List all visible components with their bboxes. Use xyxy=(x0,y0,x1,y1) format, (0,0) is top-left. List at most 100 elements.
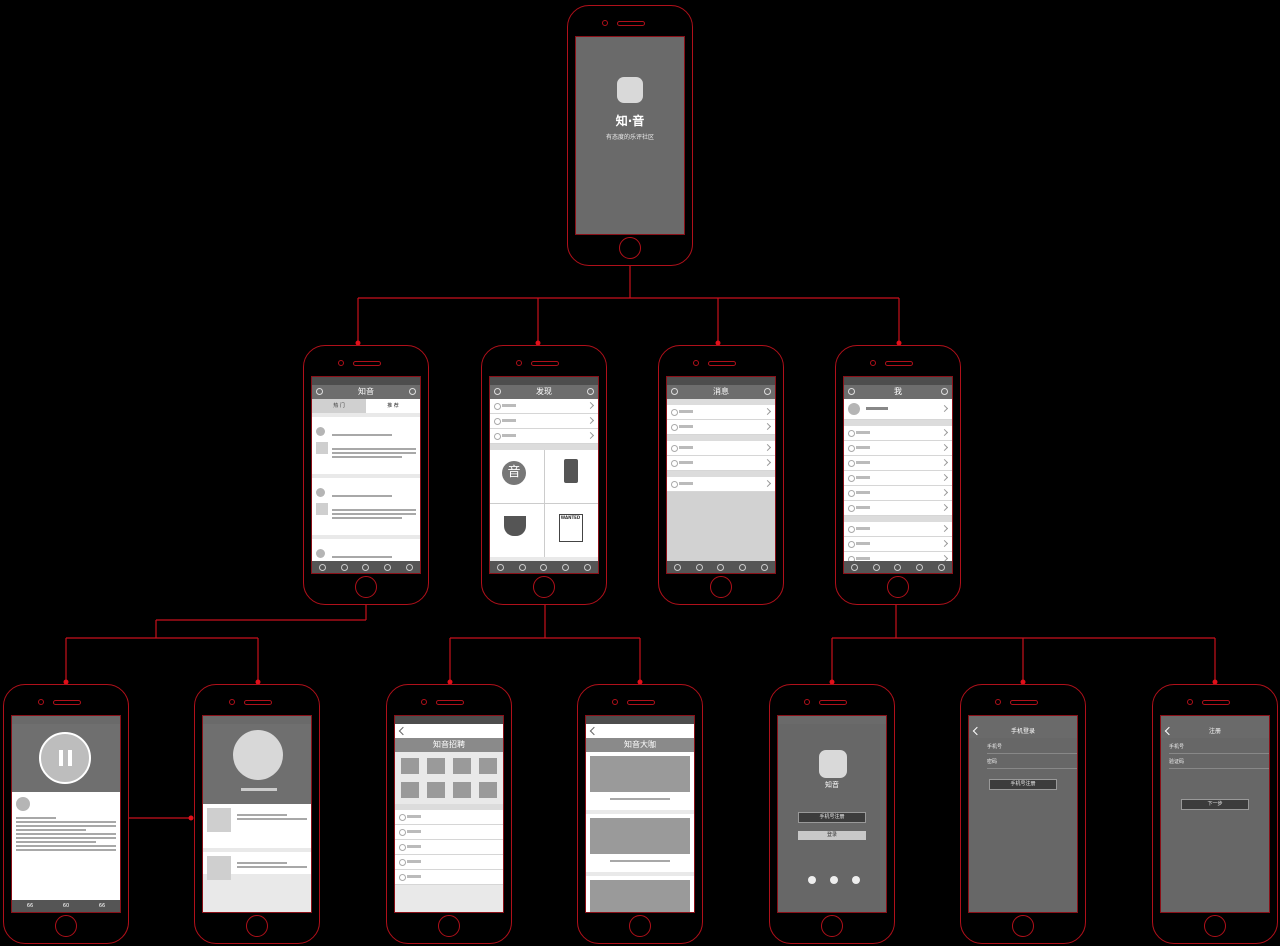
list-item[interactable] xyxy=(667,441,775,456)
social-login-icon[interactable] xyxy=(830,876,838,884)
next-button[interactable]: 下一步 xyxy=(1181,799,1249,810)
tab-icon[interactable] xyxy=(497,563,505,571)
tab-icon[interactable] xyxy=(872,563,880,571)
list-item[interactable] xyxy=(844,441,952,456)
search-icon[interactable] xyxy=(409,388,416,395)
list-item[interactable] xyxy=(586,752,694,810)
phone-player: 66 60 66 xyxy=(3,684,129,944)
grid-item[interactable]: 音 xyxy=(490,450,544,503)
password-field[interactable]: 密码 xyxy=(987,758,1077,769)
list-item[interactable] xyxy=(844,426,952,441)
page-title: 注册 xyxy=(1208,728,1221,735)
tab-icon[interactable] xyxy=(384,563,392,571)
page-title: 发现 xyxy=(536,387,552,396)
back-icon[interactable] xyxy=(972,726,982,736)
tab-icon[interactable] xyxy=(916,563,924,571)
list-item[interactable] xyxy=(395,870,503,885)
page-title: 知音大咖 xyxy=(586,738,694,752)
tab-icon[interactable] xyxy=(739,563,747,571)
bell-icon[interactable] xyxy=(848,388,855,395)
list-item[interactable] xyxy=(844,456,952,471)
home-button[interactable] xyxy=(438,915,460,937)
tab-recommend[interactable]: 推 荐 xyxy=(366,399,420,413)
search-icon[interactable] xyxy=(764,388,771,395)
home-button[interactable] xyxy=(246,915,268,937)
tab-icon[interactable] xyxy=(562,563,570,571)
list-item[interactable] xyxy=(395,840,503,855)
home-button[interactable] xyxy=(629,915,651,937)
home-button[interactable] xyxy=(533,576,555,598)
home-button[interactable] xyxy=(710,576,732,598)
tab-icon[interactable] xyxy=(937,563,945,571)
list-item[interactable] xyxy=(844,522,952,537)
login-button[interactable]: 登录 xyxy=(798,831,866,840)
tab-icon[interactable] xyxy=(695,563,703,571)
phone-field[interactable]: 手机号 xyxy=(987,743,1077,754)
home-button[interactable] xyxy=(1204,915,1226,937)
tab-icon[interactable] xyxy=(405,563,413,571)
search-icon[interactable] xyxy=(941,388,948,395)
phone-register-button[interactable]: 手机号注册 xyxy=(798,812,866,823)
list-item[interactable] xyxy=(667,456,775,471)
list-item[interactable] xyxy=(667,420,775,435)
tab-icon[interactable] xyxy=(518,563,526,571)
phone-phone-login: 手机登录 手机号 密码 手机号注册 xyxy=(960,684,1086,944)
star-count[interactable]: 60 xyxy=(62,903,70,909)
feed-card[interactable] xyxy=(312,417,420,474)
back-icon[interactable] xyxy=(1164,726,1174,736)
bell-icon[interactable] xyxy=(316,388,323,395)
grid-item[interactable]: WANTED xyxy=(544,504,598,557)
bell-icon[interactable] xyxy=(671,388,678,395)
list-item[interactable] xyxy=(203,804,311,848)
list-item[interactable] xyxy=(490,399,598,414)
phone-home: 知音 热 门 推 荐 xyxy=(303,345,429,605)
profile-row[interactable] xyxy=(844,399,952,420)
list-item[interactable] xyxy=(844,486,952,501)
list-item[interactable] xyxy=(490,414,598,429)
social-login-icon[interactable] xyxy=(808,876,816,884)
home-button[interactable] xyxy=(55,915,77,937)
tab-hot[interactable]: 热 门 xyxy=(312,399,366,413)
home-button[interactable] xyxy=(887,576,909,598)
list-item[interactable] xyxy=(667,477,775,492)
back-icon[interactable] xyxy=(589,726,599,736)
bell-icon[interactable] xyxy=(494,388,501,395)
list-item[interactable] xyxy=(203,852,311,880)
back-icon[interactable] xyxy=(398,726,408,736)
home-button[interactable] xyxy=(619,237,641,259)
list-item[interactable] xyxy=(844,501,952,516)
home-button[interactable] xyxy=(1012,915,1034,937)
list-item[interactable] xyxy=(844,537,952,552)
grid-item[interactable] xyxy=(544,450,598,503)
list-item[interactable] xyxy=(667,405,775,420)
tab-icon[interactable] xyxy=(540,563,548,571)
tab-icon[interactable] xyxy=(760,563,768,571)
list-item[interactable] xyxy=(490,429,598,444)
home-button[interactable] xyxy=(821,915,843,937)
code-field[interactable]: 验证码 xyxy=(1169,758,1269,769)
home-button[interactable] xyxy=(355,576,377,598)
list-item[interactable] xyxy=(586,814,694,872)
list-item[interactable] xyxy=(395,855,503,870)
tab-icon[interactable] xyxy=(319,563,327,571)
social-login-icon[interactable] xyxy=(852,876,860,884)
tab-icon[interactable] xyxy=(674,563,682,571)
tab-icon[interactable] xyxy=(717,563,725,571)
submit-button[interactable]: 手机号注册 xyxy=(989,779,1057,790)
tab-icon[interactable] xyxy=(851,563,859,571)
tab-icon[interactable] xyxy=(362,563,370,571)
list-item[interactable] xyxy=(395,825,503,840)
pause-button[interactable] xyxy=(39,732,91,784)
tab-icon[interactable] xyxy=(894,563,902,571)
like-count[interactable]: 66 xyxy=(98,903,106,909)
phone-field[interactable]: 手机号 xyxy=(1169,743,1269,754)
feed-card[interactable] xyxy=(312,478,420,535)
tab-icon[interactable] xyxy=(340,563,348,571)
comment-count[interactable]: 66 xyxy=(26,903,34,909)
search-icon[interactable] xyxy=(587,388,594,395)
list-item[interactable] xyxy=(586,876,694,912)
list-item[interactable] xyxy=(844,471,952,486)
tab-icon[interactable] xyxy=(583,563,591,571)
grid-item[interactable] xyxy=(490,504,544,557)
list-item[interactable] xyxy=(395,810,503,825)
